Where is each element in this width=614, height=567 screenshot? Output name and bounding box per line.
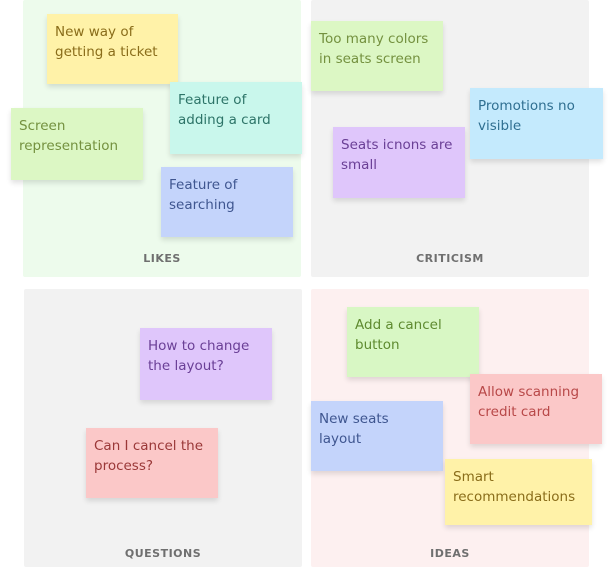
sticky-note-too-many-colors[interactable]: Too many colors in seats screen [311, 21, 443, 91]
sticky-note-text: New way of getting a ticket [55, 24, 158, 60]
quadrant-label-ideas: IDEAS [430, 547, 470, 560]
sticky-note-new-seats-layout[interactable]: New seats layout [311, 401, 443, 471]
sticky-note-text: Too many colors in seats screen [319, 31, 429, 67]
quadrant-label-criticism: CRITICISM [416, 252, 484, 265]
sticky-note-text: Smart recommendations [453, 469, 576, 505]
sticky-note-cancel-button[interactable]: Add a cancel button [347, 307, 479, 377]
sticky-note-seats-icons[interactable]: Seats icnons are small [333, 127, 465, 198]
sticky-note-promotions[interactable]: Promotions no visible [470, 88, 603, 159]
sticky-note-text: How to change the layout? [148, 338, 250, 374]
sticky-note-scanning-card[interactable]: Allow scanning credit card [470, 374, 602, 444]
sticky-note-cancel-process[interactable]: Can I cancel the process? [86, 428, 218, 498]
sticky-note-text: Can I cancel the process? [94, 438, 203, 474]
sticky-note-text: Feature of searching [169, 177, 238, 213]
sticky-note-smart-recommendations[interactable]: Smart recommendations [445, 459, 592, 525]
sticky-note-change-layout[interactable]: How to change the layout? [140, 328, 272, 400]
sticky-note-searching[interactable]: Feature of searching [161, 167, 293, 237]
sticky-note-adding-card[interactable]: Feature of adding a card [170, 82, 302, 154]
sticky-note-new-way-ticket[interactable]: New way of getting a ticket [47, 14, 178, 84]
sticky-note-text: Add a cancel button [355, 317, 442, 353]
quadrant-label-questions: QUESTIONS [124, 547, 202, 560]
sticky-note-text: Screen representation [19, 118, 119, 154]
sticky-note-text: Promotions no visible [478, 98, 575, 134]
sticky-note-text: New seats layout [319, 411, 389, 447]
sticky-note-screen-representation[interactable]: Screen representation [11, 108, 143, 180]
sticky-note-text: Feature of adding a card [178, 92, 271, 128]
sticky-note-text: Allow scanning credit card [478, 384, 580, 420]
sticky-note-text: Seats icnons are small [341, 137, 453, 173]
quadrant-label-likes: LIKES [143, 252, 181, 265]
